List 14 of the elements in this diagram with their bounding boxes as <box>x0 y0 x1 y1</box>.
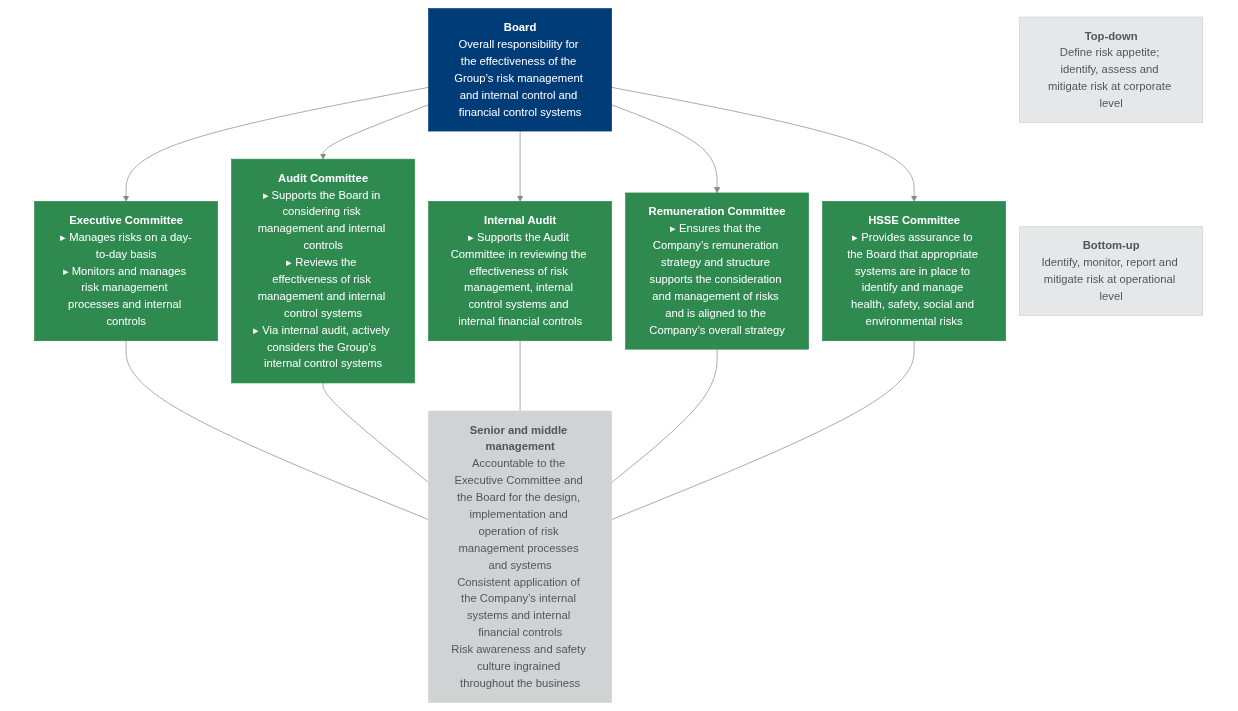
node-box: Top-down Define risk appetite; identify, assess and mitigate risk at corporate level <box>1019 16 1204 123</box>
connector <box>611 348 718 483</box>
node-box: Remuneration Committee ▸ Ensures that the Company’s remuneration strategy and structure supports the consideration and management of risks and is aligned to the Company’s overall strategy <box>625 192 810 350</box>
node-box: Executive Committee ▸ Manages risks on a day-to-day basis ▸ Monitors and manages risk management processes and internal controls <box>34 201 219 342</box>
connector <box>323 382 430 483</box>
node-box: Audit Committee ▸ Supports the Board in considering risk management and internal controls ▸ Reviews the effectiveness of risk management and internal control systems ▸ Via internal audit, actively considers the Group’s internal control systems <box>231 158 416 384</box>
node-box: HSSE Committee ▸ Provides assurance to the Board that appropriate systems are in place to identify and manage health, safety, social and environmental risks <box>822 201 1007 342</box>
connector <box>126 340 430 520</box>
node-box: Bottom-up Identify, monitor, report and mitigate risk at operational level <box>1019 226 1204 316</box>
connector <box>611 340 915 520</box>
node-box: Internal Audit ▸ Supports the Audit Committee in reviewing the effectiveness of risk management, internal control systems and internal financial controls <box>428 201 613 342</box>
node-box: Senior and middle management Accountable to the Executive Committee and the Board for the design, implementation and operation of risk management processes and systems Consistent application of the Company’s internal systems and internal financial controls Risk awareness and safety culture ingrained throughout the business <box>428 410 613 703</box>
connector <box>520 340 521 412</box>
node-box: Board Overall responsibility for the effectiveness of the Group’s risk management and internal control and financial control systems <box>428 8 613 132</box>
